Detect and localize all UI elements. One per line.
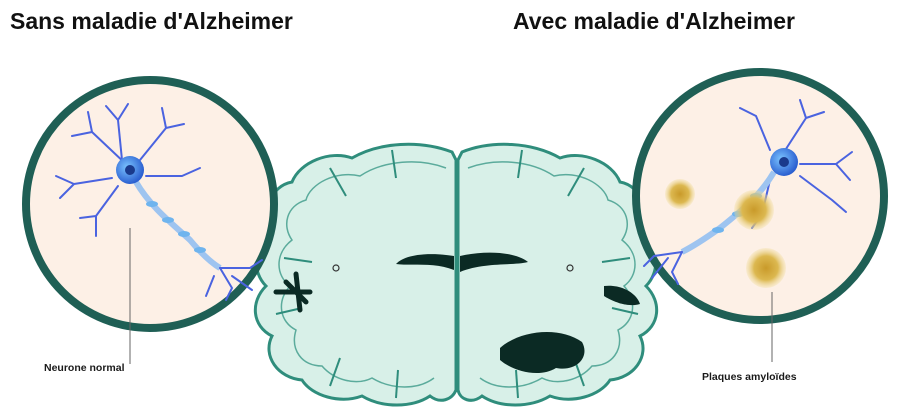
label-normal-neuron: Neurone normal [44,362,125,374]
healthy-neuron-icon [26,80,274,364]
neuron-with-plaques-icon [636,72,884,362]
brain-cross-section-icon [255,144,656,405]
label-amyloid-plaques: Plaques amyloïdes [702,371,797,383]
